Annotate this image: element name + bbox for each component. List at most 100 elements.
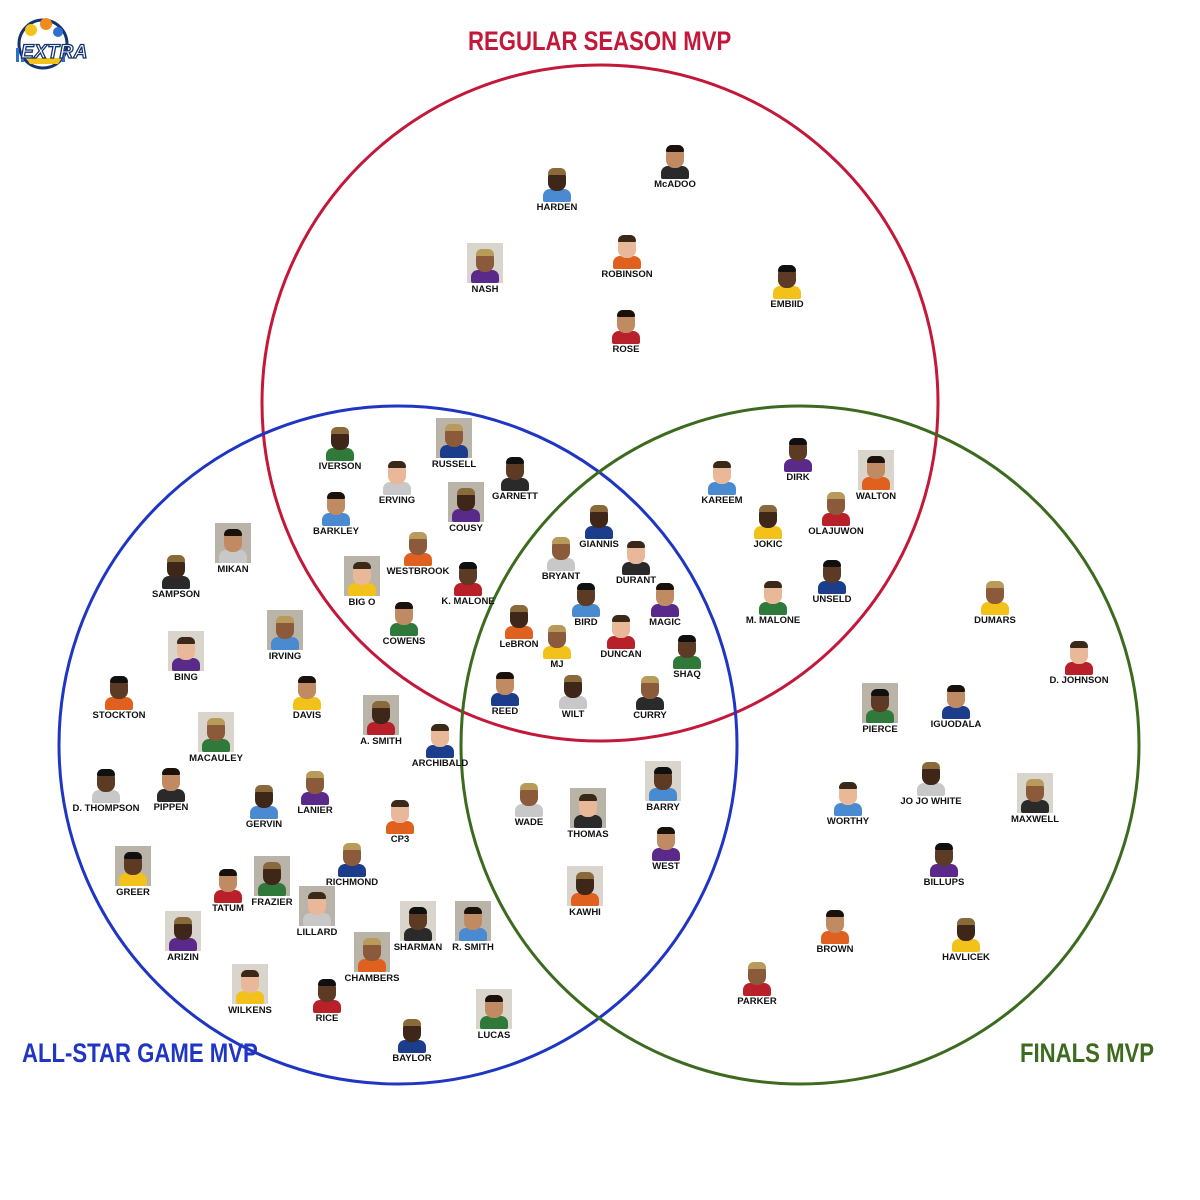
player-name: R. SMITH [452, 942, 494, 953]
player-name: BARRY [646, 802, 680, 813]
player-name: CP3 [390, 834, 410, 845]
player-name: LANIER [297, 805, 333, 816]
player-name: MJ [550, 659, 564, 670]
player-headshot [930, 843, 958, 877]
player-headshot [354, 932, 390, 972]
regular-season-mvp-circle [260, 63, 940, 743]
player-name: SHARMAN [393, 942, 443, 953]
player-headshot [400, 901, 436, 941]
player-headshot [784, 438, 812, 472]
player-headshot [301, 771, 329, 805]
player-name: WADE [514, 817, 544, 828]
player-headshot [232, 964, 268, 1004]
player-headshot [636, 676, 664, 710]
player-headshot [162, 555, 190, 589]
player-name: WORTHY [826, 816, 870, 827]
player-headshot [622, 541, 650, 575]
logo-text: EXTRA [20, 42, 88, 63]
player-name: TATUM [212, 903, 244, 914]
player-headshot [436, 418, 472, 458]
player-headshot [661, 145, 689, 179]
player-headshot [572, 583, 600, 617]
player-headshot [426, 724, 454, 758]
player-name: COWENS [382, 636, 426, 647]
player-headshot [585, 505, 613, 539]
player-name: HARDEN [536, 202, 578, 213]
player-name: RUSSELL [431, 459, 477, 470]
player-name: BING [174, 672, 198, 683]
player-headshot [651, 583, 679, 617]
player-headshot [708, 461, 736, 495]
player-name: REED [491, 706, 519, 717]
player-headshot [299, 886, 335, 926]
player-headshot [607, 615, 635, 649]
player-headshot [612, 310, 640, 344]
player-name: DAVIS [292, 710, 322, 721]
player-name: SHAQ [673, 669, 701, 680]
player-name: DUNCAN [600, 649, 642, 660]
player-headshot [942, 685, 970, 719]
player-name: COUSY [449, 523, 483, 534]
player-name: DIRK [786, 472, 810, 483]
player-name: IRVING [268, 651, 302, 662]
player-headshot [115, 846, 151, 886]
player-name: M. MALONE [745, 615, 801, 626]
player-name: JOKIC [753, 539, 783, 550]
player-headshot [543, 168, 571, 202]
player-name: OLAJUWON [808, 526, 864, 537]
player-headshot [92, 769, 120, 803]
player-name: KAWHI [569, 907, 601, 918]
player-headshot [398, 1019, 426, 1053]
player-name: WALTON [855, 491, 897, 502]
player-name: DURANT [615, 575, 657, 586]
finals-mvp-label: FINALS MVP [1020, 1038, 1155, 1068]
player-headshot [981, 581, 1009, 615]
player-name: D. JOHNSON [1049, 675, 1109, 686]
player-name: GARNETT [492, 491, 538, 502]
player-name: KAREEM [701, 495, 743, 506]
player-name: RICHMOND [325, 877, 379, 888]
player-headshot [858, 450, 894, 490]
player-name: FRAZIER [251, 897, 293, 908]
player-headshot [547, 537, 575, 571]
player-headshot [250, 785, 278, 819]
player-headshot [613, 235, 641, 269]
player-name: BILLUPS [923, 877, 965, 888]
player-name: GIANNIS [579, 539, 619, 550]
player-headshot [267, 610, 303, 650]
player-name: IGUODALA [930, 719, 982, 730]
extra-logo: EXTRA [8, 10, 88, 72]
player-name: BRYANT [541, 571, 581, 582]
player-headshot [313, 979, 341, 1013]
player-name: UNSELD [812, 594, 852, 605]
player-headshot [386, 800, 414, 834]
player-headshot [105, 676, 133, 710]
player-headshot [645, 761, 681, 801]
player-headshot [467, 243, 503, 283]
player-headshot [754, 505, 782, 539]
player-headshot [652, 827, 680, 861]
player-headshot [501, 457, 529, 491]
player-headshot [157, 768, 185, 802]
player-headshot [505, 605, 533, 639]
player-name: SAMPSON [151, 589, 201, 600]
player-name: STOCKTON [92, 710, 146, 721]
player-headshot [822, 492, 850, 526]
all-star-game-mvp-label: ALL-STAR GAME MVP [22, 1038, 258, 1068]
player-name: THOMAS [567, 829, 609, 840]
player-name: McADOO [654, 179, 696, 190]
player-name: LeBRON [499, 639, 539, 650]
player-name: GERVIN [245, 819, 283, 830]
player-name: HAVLICEK [942, 952, 990, 963]
player-name: DUMARS [974, 615, 1016, 626]
player-name: CHAMBERS [344, 973, 400, 984]
player-name: ROBINSON [601, 269, 653, 280]
player-headshot [515, 783, 543, 817]
logo-badge-icon [16, 18, 69, 70]
player-name: PIERCE [862, 724, 898, 735]
player-headshot [952, 918, 980, 952]
player-name: WEST [652, 861, 680, 872]
player-headshot [567, 866, 603, 906]
player-name: PIPPEN [153, 802, 189, 813]
